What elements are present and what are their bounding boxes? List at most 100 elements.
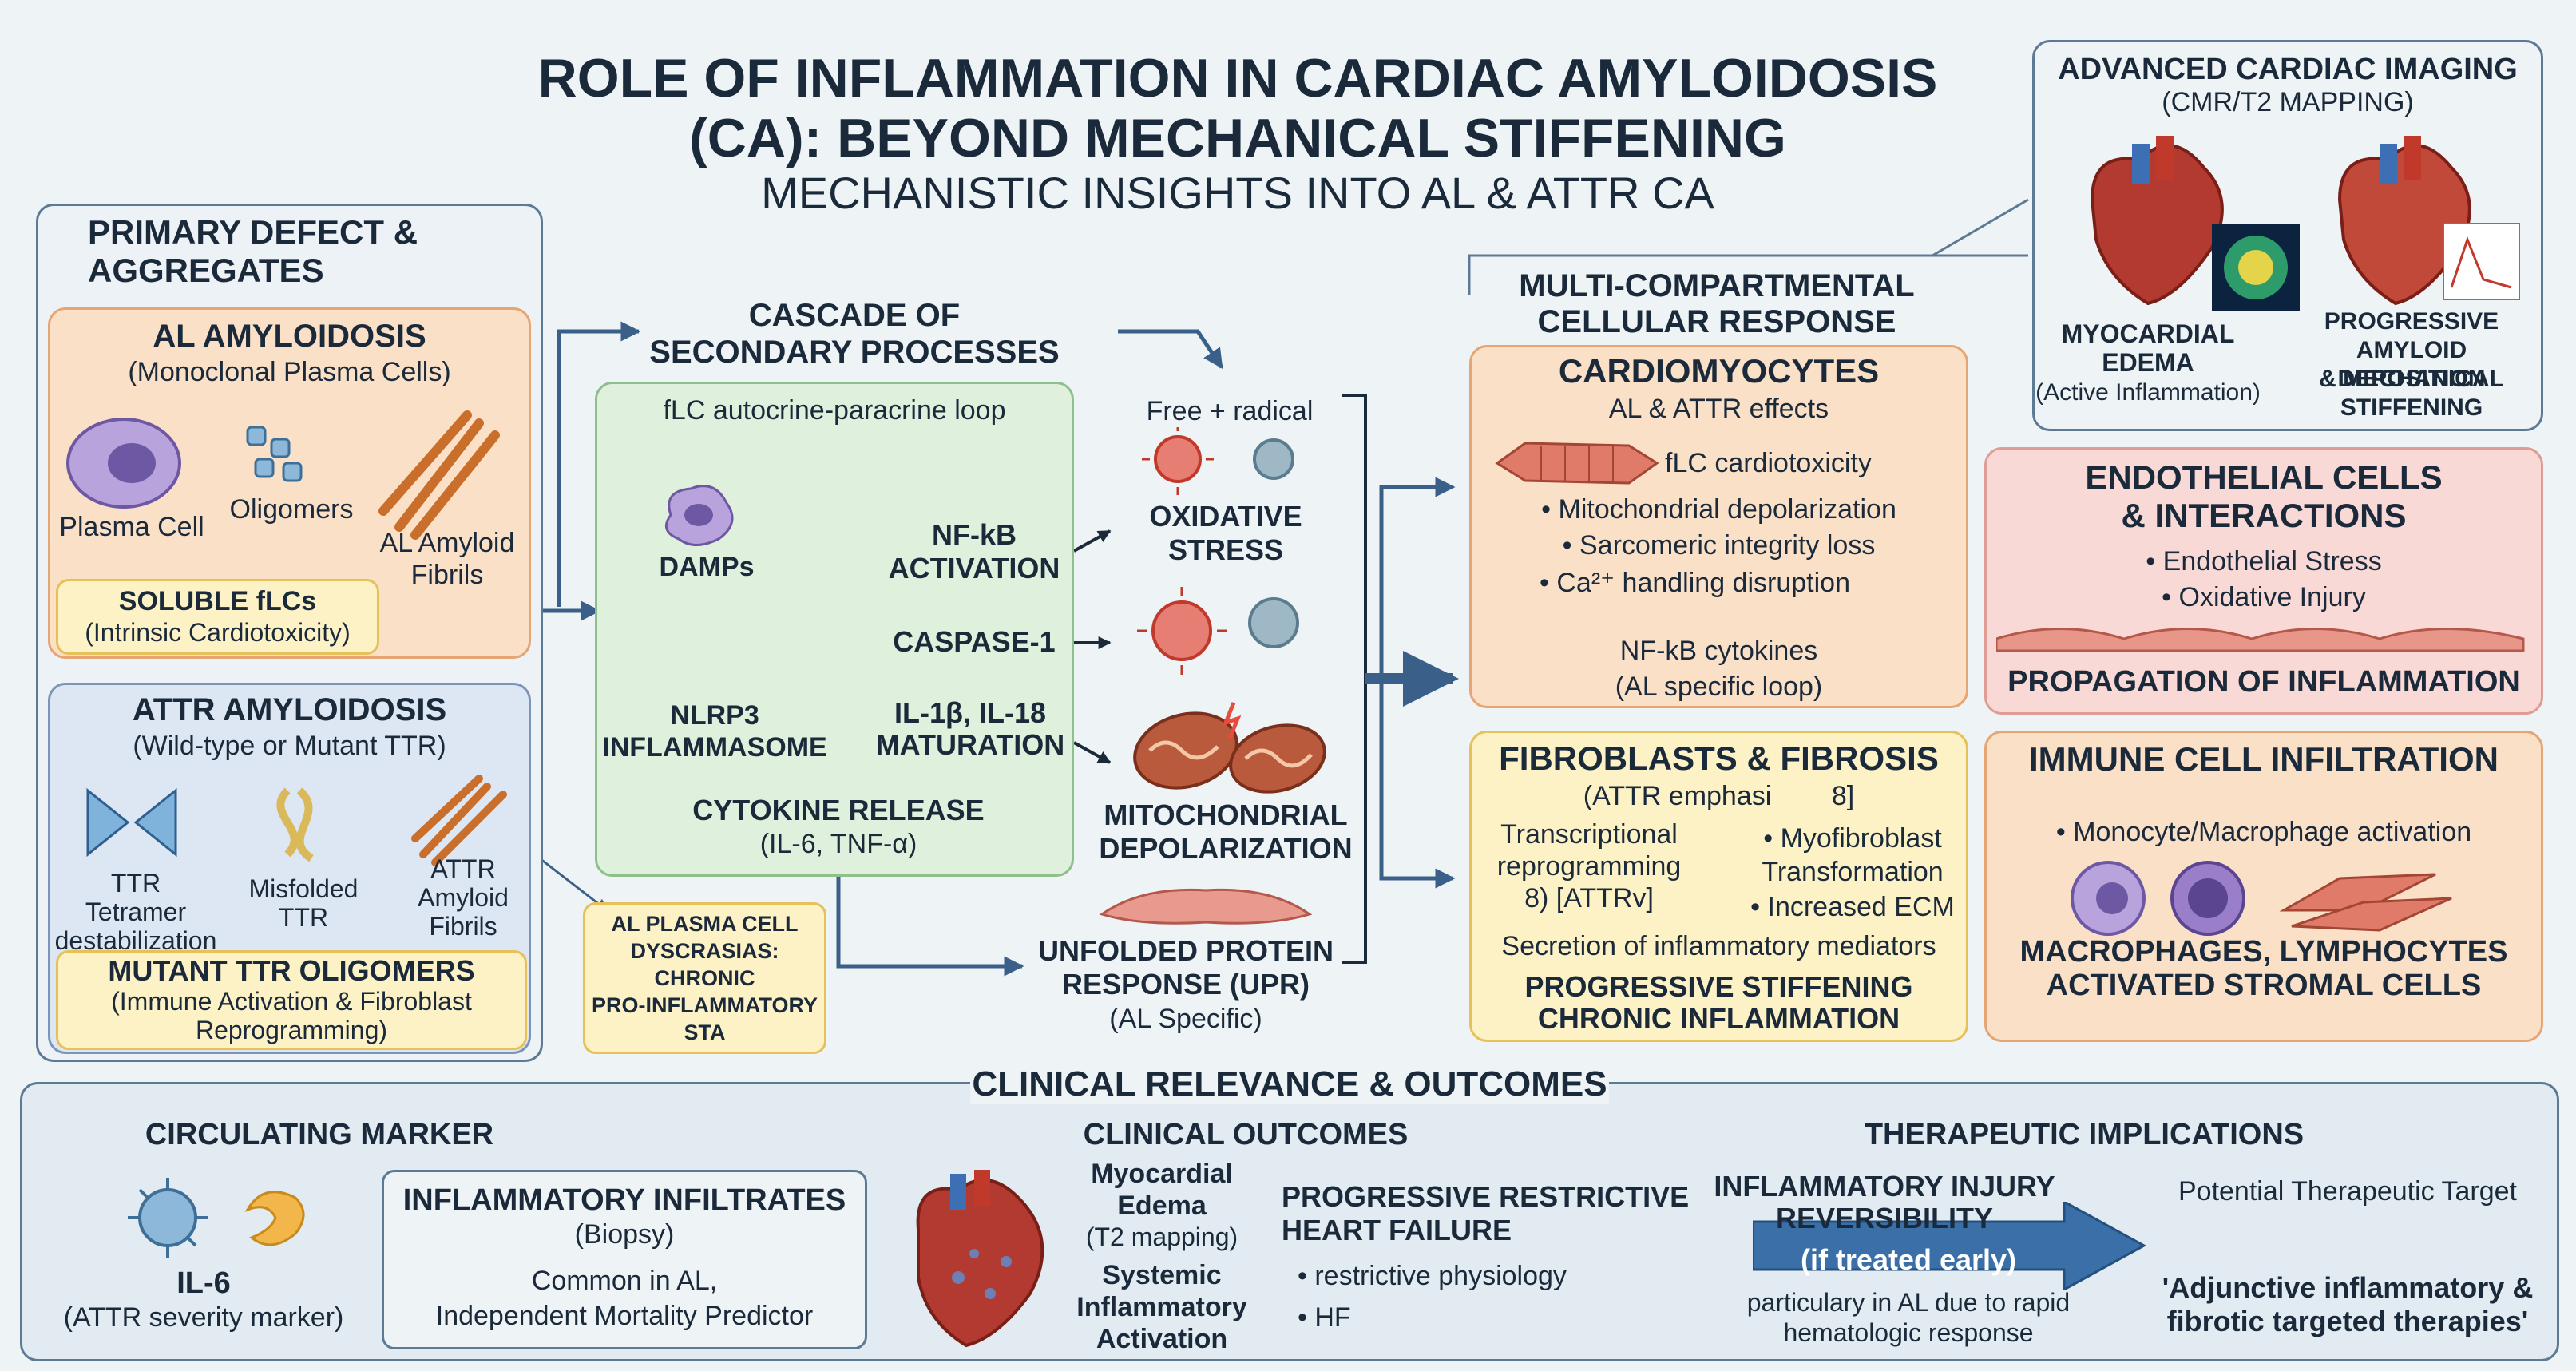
fibro-my-2: Transformation bbox=[1762, 857, 1944, 887]
mutant-ttr-title: MUTANT TTR OLIGOMERS bbox=[108, 954, 475, 987]
fibro-tr-1: Transcriptional bbox=[1500, 819, 1678, 850]
damps-icon bbox=[664, 485, 734, 546]
infil-title: INFLAMMATORY INFILTRATES bbox=[402, 1183, 846, 1217]
fibro-my-1: • Myofibroblast bbox=[1763, 823, 1942, 854]
outcome-sys-3: Activation bbox=[1096, 1324, 1228, 1354]
cytokine-label-2: (IL-6, TNF-α) bbox=[759, 829, 917, 859]
fibro-secretion: Secretion of inflammatory mediators bbox=[1501, 931, 1936, 961]
rev-part-1: particulary in AL due to rapid bbox=[1746, 1288, 2071, 1317]
misfolded-label-2: TTR bbox=[278, 903, 329, 932]
endothelial-box bbox=[1984, 447, 2543, 715]
immune-cells-icon bbox=[2071, 861, 2452, 936]
imaging-title-1: ADVANCED CARDIAC IMAGING bbox=[2058, 53, 2518, 86]
attr-subtitle: (Wild-type or Mutant TTR) bbox=[133, 731, 446, 761]
cardio-flc: fLC cardiotoxicity bbox=[1665, 448, 1872, 478]
fibro-tr-3: 8) [ATTRv] bbox=[1524, 883, 1654, 913]
dyscrasia-1: AL PLASMA CELL bbox=[611, 912, 799, 936]
il6-label: IL-6 bbox=[176, 1266, 231, 1300]
rev-part-2: hematologic response bbox=[1783, 1318, 2034, 1347]
ther-title: THERAPEUTIC IMPLICATIONS bbox=[1864, 1118, 2305, 1151]
cascade-heading-2: SECONDARY PROCESSES bbox=[649, 335, 1060, 370]
nlrp3-label-1: NLRP3 bbox=[670, 700, 759, 731]
edema-label-3: (Active Inflammation) bbox=[2035, 379, 2261, 406]
il-label-1: IL-1β, IL-18 bbox=[894, 696, 1046, 729]
nfkb-label-1: NF-kB bbox=[932, 518, 1017, 551]
title-line-2: (CA): BEYOND MECHANICAL STIFFENING bbox=[689, 108, 1786, 168]
il6-sub: (ATTR severity marker) bbox=[63, 1302, 344, 1333]
attr-illustration bbox=[86, 775, 507, 866]
hf-bullet-2: • HF bbox=[1298, 1302, 1351, 1333]
outcome-sys-2: Inflammatory bbox=[1076, 1292, 1247, 1322]
adjunctive-2: fibrotic targeted therapies' bbox=[2166, 1305, 2529, 1337]
endo-bullet-1: • Endothelial Stress bbox=[2146, 546, 2382, 577]
cardio-bullet-1: • Mitochondrial depolarization bbox=[1541, 494, 1896, 525]
primary-heading-2: AGGREGATES bbox=[88, 252, 324, 289]
edema-label-1: MYOCARDIAL bbox=[2061, 319, 2235, 348]
primary-heading-1: PRIMARY DEFECT & bbox=[88, 213, 418, 251]
upr-label-2: RESPONSE (UPR) bbox=[1061, 968, 1310, 1001]
dyscrasia-2: DYSCRASIAS: bbox=[630, 939, 779, 963]
hf-title-2: HEART FAILURE bbox=[1282, 1214, 1512, 1246]
dyscrasia-5: STA bbox=[684, 1020, 726, 1044]
damps-label: DAMPs bbox=[659, 552, 755, 582]
multi-heading-1: MULTI-COMPARTMENTAL bbox=[1519, 268, 1915, 303]
flc-loop-label: fLC autocrine-paracrine loop bbox=[663, 395, 1006, 426]
prog-label-3: & MECHANICAL bbox=[2319, 366, 2504, 392]
mutant-ttr-sub-1: (Immune Activation & Fibroblast bbox=[111, 987, 472, 1016]
upr-label-3: (AL Specific) bbox=[1109, 1004, 1262, 1034]
outcome-sys-1: Systemic bbox=[1102, 1260, 1222, 1290]
cardio-title: CARDIOMYOCYTES bbox=[1558, 352, 1880, 390]
al-fibrils-label-1: AL Amyloid bbox=[379, 528, 515, 558]
oxidative-icons bbox=[1137, 427, 1299, 675]
caspase-label: CASPASE-1 bbox=[893, 625, 1056, 658]
outcome-edema-2: Edema bbox=[1117, 1191, 1207, 1221]
soluble-flcs-sub: (Intrinsic Cardiotoxicity) bbox=[85, 618, 351, 647]
infiltrates-box bbox=[382, 1170, 867, 1349]
heart-imaging-illustration bbox=[2090, 136, 2520, 311]
upr-label-1: UNFOLDED PROTEIN bbox=[1037, 934, 1334, 967]
cardiomyocyte-icon bbox=[1495, 442, 1659, 485]
fibroblasts-box bbox=[1469, 731, 1968, 1042]
endothelial-cells-icon bbox=[1996, 628, 2525, 652]
prog-label-1: PROGRESSIVE bbox=[2324, 308, 2499, 335]
endo-prop: PROPAGATION OF INFLAMMATION bbox=[2007, 665, 2520, 699]
fibro-prog-2: CHRONIC INFLAMMATION bbox=[1537, 1002, 1900, 1035]
oxidative-label-1: OXIDATIVE bbox=[1149, 500, 1302, 533]
oxidative-label-2: STRESS bbox=[1167, 533, 1284, 566]
circ-title: CIRCULATING MARKER bbox=[145, 1118, 494, 1151]
dyscrasia-3: CHRONIC bbox=[654, 966, 755, 990]
cardio-sub: AL & ATTR effects bbox=[1608, 394, 1829, 424]
ttr-label-2: Tetramer bbox=[85, 897, 187, 926]
title-line-1: ROLE OF INFLAMMATION IN CARDIAC AMYLOIDO… bbox=[537, 48, 1938, 109]
attr-fibrils-label-1: ATTR bbox=[430, 854, 496, 883]
reversibility-arrow bbox=[1753, 1202, 2147, 1290]
mutant-ttr-box bbox=[56, 950, 527, 1050]
al-cells-illustration bbox=[66, 410, 500, 540]
multi-heading-2: CELLULAR RESPONSE bbox=[1537, 304, 1896, 339]
outcome-edema-3: (T2 mapping) bbox=[1085, 1222, 1238, 1251]
fibro-title: FIBROBLASTS & FIBROSIS bbox=[1499, 739, 1939, 777]
cardiomyocytes-box bbox=[1469, 345, 1968, 708]
ttr-label-1: TTR bbox=[110, 869, 161, 897]
cell-icon bbox=[1099, 888, 1313, 925]
cascade-box bbox=[595, 382, 1074, 877]
oligomers-label: Oligomers bbox=[229, 494, 354, 525]
outcomes-title: CLINICAL OUTCOMES bbox=[1083, 1118, 1409, 1151]
attr-title: ATTR AMYLOIDOSIS bbox=[132, 692, 447, 727]
imaging-title-2: (CMR/T2 MAPPING) bbox=[2162, 87, 2414, 117]
endo-title-1: ENDOTHELIAL CELLS bbox=[2085, 458, 2443, 496]
fibro-ecm: • Increased ECM bbox=[1750, 892, 1955, 922]
il6-molecule-icon bbox=[128, 1178, 305, 1258]
prog-label-4: STIFFENING bbox=[2340, 394, 2483, 421]
attr-fibrils-label-3: Fibrils bbox=[429, 912, 497, 941]
edema-label-2: EDEMA bbox=[2102, 348, 2194, 377]
al-fibrils-label-2: Fibrils bbox=[410, 560, 484, 590]
soluble-flcs-title: SOLUBLE fLCs bbox=[118, 586, 317, 616]
plasma-cell-label: Plasma Cell bbox=[59, 512, 204, 542]
cardio-bullet-3: • Ca²⁺ handling disruption bbox=[1540, 568, 1850, 598]
soluble-flcs-box bbox=[56, 579, 379, 655]
infil-sub: (Biopsy) bbox=[574, 1219, 675, 1250]
hf-title-1: PROGRESSIVE RESTRICTIVE bbox=[1282, 1180, 1690, 1213]
fibro-tr-2: reprogramming bbox=[1496, 851, 1682, 882]
cascade-heading-1: CASCADE OF bbox=[748, 298, 961, 333]
